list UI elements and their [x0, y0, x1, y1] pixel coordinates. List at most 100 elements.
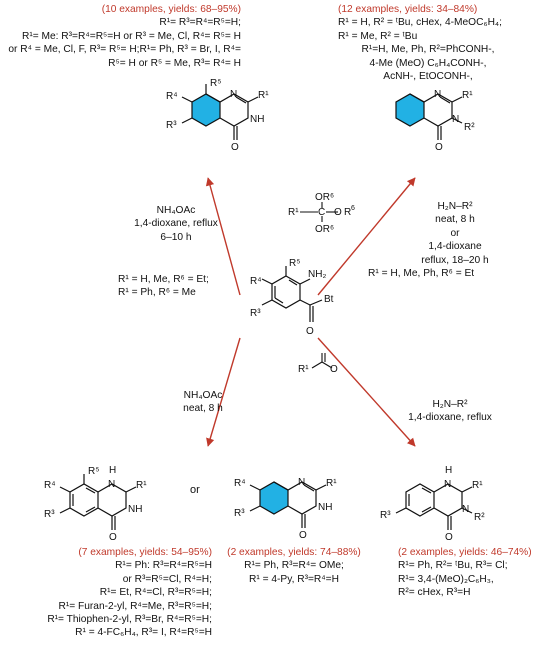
conditions-bottom-left: NH₄OAc neat, 8 h — [168, 389, 238, 416]
condition: or — [450, 227, 460, 239]
yield-summary: (12 examples, yields: 34–84%) — [338, 4, 478, 15]
arrow-top-left — [205, 177, 241, 296]
arrow-top-right — [317, 177, 416, 296]
atom-label: R³ — [250, 308, 261, 319]
substituent-line: R¹ = Ph, R⁶ = Me — [118, 287, 196, 299]
arrow-bottom-right — [317, 337, 416, 447]
atom-label: O — [299, 530, 307, 541]
product-top-left-labels: R⁵ R⁴ R³ N R¹ NH O — [166, 78, 269, 153]
condition: neat, 8 h — [183, 403, 223, 415]
product-top-right-notes: (12 examples, yields: 34–84%) R¹ = H, R²… — [338, 3, 518, 83]
conditions-top-left: NH₄OAc 1,4-dioxane, reflux 6–10 h — [116, 204, 236, 244]
starting-material-structure — [261, 266, 323, 322]
product-top-right-structure — [395, 93, 463, 140]
atom-label: O — [330, 364, 338, 375]
condition: 1,4-dioxane — [428, 241, 482, 253]
starting-material-labels: R⁵ NH₂ R⁴ R³ Bt O — [250, 258, 334, 337]
aldehyde-labels: R¹ O — [298, 364, 338, 375]
reagent: NH₄OAc — [183, 390, 223, 401]
conditions-top-right: H₂N–R² neat, 8 h or 1,4-dioxane reflux, … — [400, 200, 510, 267]
product-bottom-right-labels: H N R¹ R³ N R² O — [380, 465, 485, 543]
substituent-line: R¹= Ph: R³=R⁴=R⁵=H — [115, 560, 212, 572]
atom-label: R⁵ — [289, 258, 300, 269]
atom-label: H — [109, 465, 116, 476]
substituent-line: R¹ = H, Me, Ph, R⁶ = Et — [368, 268, 475, 279]
atom-label: O — [306, 326, 314, 337]
atom-label: OR⁶ — [315, 224, 334, 235]
atom-label: R¹ — [288, 207, 299, 218]
product-bottom-mid-labels: R⁴ R³ N R¹ NH O — [234, 477, 337, 541]
substituent-line: R¹= Ph, R²= ᵗBu, R³= Cl; — [398, 560, 508, 572]
product-bottom-right-structure — [395, 483, 473, 530]
conditions-top-left-scope: R¹ = H, Me, R⁶ = Et; R¹ = Ph, R⁶ = Me — [118, 273, 209, 300]
atom-label: NH — [128, 504, 142, 515]
reagent: H₂N–R² — [432, 399, 468, 410]
atom-label: O — [435, 142, 443, 153]
atom-label: N — [230, 89, 237, 100]
product-bottom-mid-structure — [249, 481, 327, 528]
product-bottom-left-notes: (7 examples, yields: 54–95%) R¹= Ph: R³=… — [47, 546, 212, 640]
condition: neat, 8 h — [435, 214, 475, 226]
atom-label: R³ — [44, 509, 55, 520]
condition: 1,4-dioxane, reflux — [408, 412, 492, 424]
atom-label: R⁵ — [88, 466, 99, 477]
atom-label: R¹ — [326, 478, 337, 489]
atom-label: NH — [318, 502, 332, 513]
yield-summary: (7 examples, yields: 54–95%) — [78, 547, 212, 558]
atom-label: R⁵ — [210, 78, 221, 89]
substituent-line: R¹= Furan-2-yl, R⁴=Me, R³=R⁵=H; — [58, 600, 212, 612]
benzene-ring — [259, 481, 289, 515]
atom-label: R³ — [234, 508, 245, 519]
yield-summary: (2 examples, yields: 74–88%) — [227, 547, 361, 558]
atom-label: R¹ — [462, 90, 473, 101]
product-top-right-labels: N R¹ N R² O — [434, 89, 475, 153]
substituent-line: R¹ = H, Me, R⁶ = Et; — [118, 274, 209, 285]
atom-label: OR⁶ — [315, 192, 334, 203]
atom-label: R¹ — [298, 364, 309, 375]
atom-label: N — [462, 504, 469, 515]
substituent-line: R²= cHex, R³=H — [398, 587, 471, 599]
yield-summary: (2 examples, yields: 46–74%) — [398, 547, 532, 558]
substituent-line: R¹ = 4-FC₆H₄, R³= I, R⁴=R⁵=H — [75, 627, 212, 639]
arrow-bottom-left — [206, 337, 241, 447]
substituent-line: R⁵= H or R⁵ = Me, R³= R⁴= H — [108, 57, 241, 69]
atom-label: R¹ — [472, 480, 483, 491]
aldehyde-structure — [311, 353, 333, 369]
atom-label: C — [318, 207, 325, 218]
atom-label: R⁴ — [234, 478, 246, 489]
substituent-line: R¹= R³=R⁴=R⁵=H; — [159, 17, 241, 29]
substituent-line: R¹= Thiophen-2-yl, R³=Br, R⁴=R⁵=H; — [47, 614, 212, 626]
atom-label: H — [445, 465, 452, 476]
atom-label: R¹ — [136, 480, 147, 491]
atom-label: R⁴ — [44, 480, 56, 491]
atom-label: NH — [250, 114, 264, 125]
substituent-line: or R⁴ = Me, Cl, F, R³= R⁵= H;R¹= Ph, R³ … — [8, 44, 241, 56]
atom-label: R³ — [166, 120, 177, 131]
substituent-line: R¹ = H, R² = ᵗBu, cHex, 4-MeOC₆H₄; — [338, 17, 502, 29]
atom-label: N — [108, 479, 115, 490]
product-bottom-left-structure — [59, 474, 137, 530]
or-label: or — [190, 484, 200, 496]
substituent-line: R¹ = Me, R² = ᵗBu — [338, 30, 418, 42]
substituent-line: R¹ = 4-Py, R³=R⁴=H — [249, 573, 339, 585]
substituent-line: AcNH-, EtOCONH-, — [383, 71, 473, 83]
atom-label: R³ — [380, 510, 391, 521]
reagent: NH₄OAc — [156, 205, 196, 216]
atom-label: R⁴ — [250, 276, 262, 287]
atom-label: O — [109, 532, 117, 543]
product-bottom-right-notes: (2 examples, yields: 46–74%) R¹= Ph, R²=… — [398, 546, 532, 600]
atom-label: R¹ — [258, 90, 269, 101]
atom-label: Bt — [324, 294, 334, 305]
atom-label: O — [231, 142, 239, 153]
product-top-left-structure — [181, 84, 259, 140]
atom-label: R — [344, 207, 351, 218]
product-bottom-left-labels: R⁵ H N R⁴ R¹ R³ NH O — [44, 465, 147, 543]
substituent-line: or R³=R⁵=Cl, R⁴=H; — [122, 573, 212, 585]
atom-label: N — [434, 89, 441, 100]
orthoester-labels: OR⁶ R¹ C O R 6 OR⁶ — [288, 192, 355, 235]
atom-label: R² — [464, 122, 475, 133]
product-bottom-mid-notes: (2 examples, yields: 74–88%) R¹= Ph, R³=… — [214, 546, 374, 586]
atom-label: 6 — [351, 205, 355, 212]
yield-summary: (10 examples, yields: 68–95%) — [101, 4, 241, 15]
atom-label: O — [334, 207, 342, 218]
